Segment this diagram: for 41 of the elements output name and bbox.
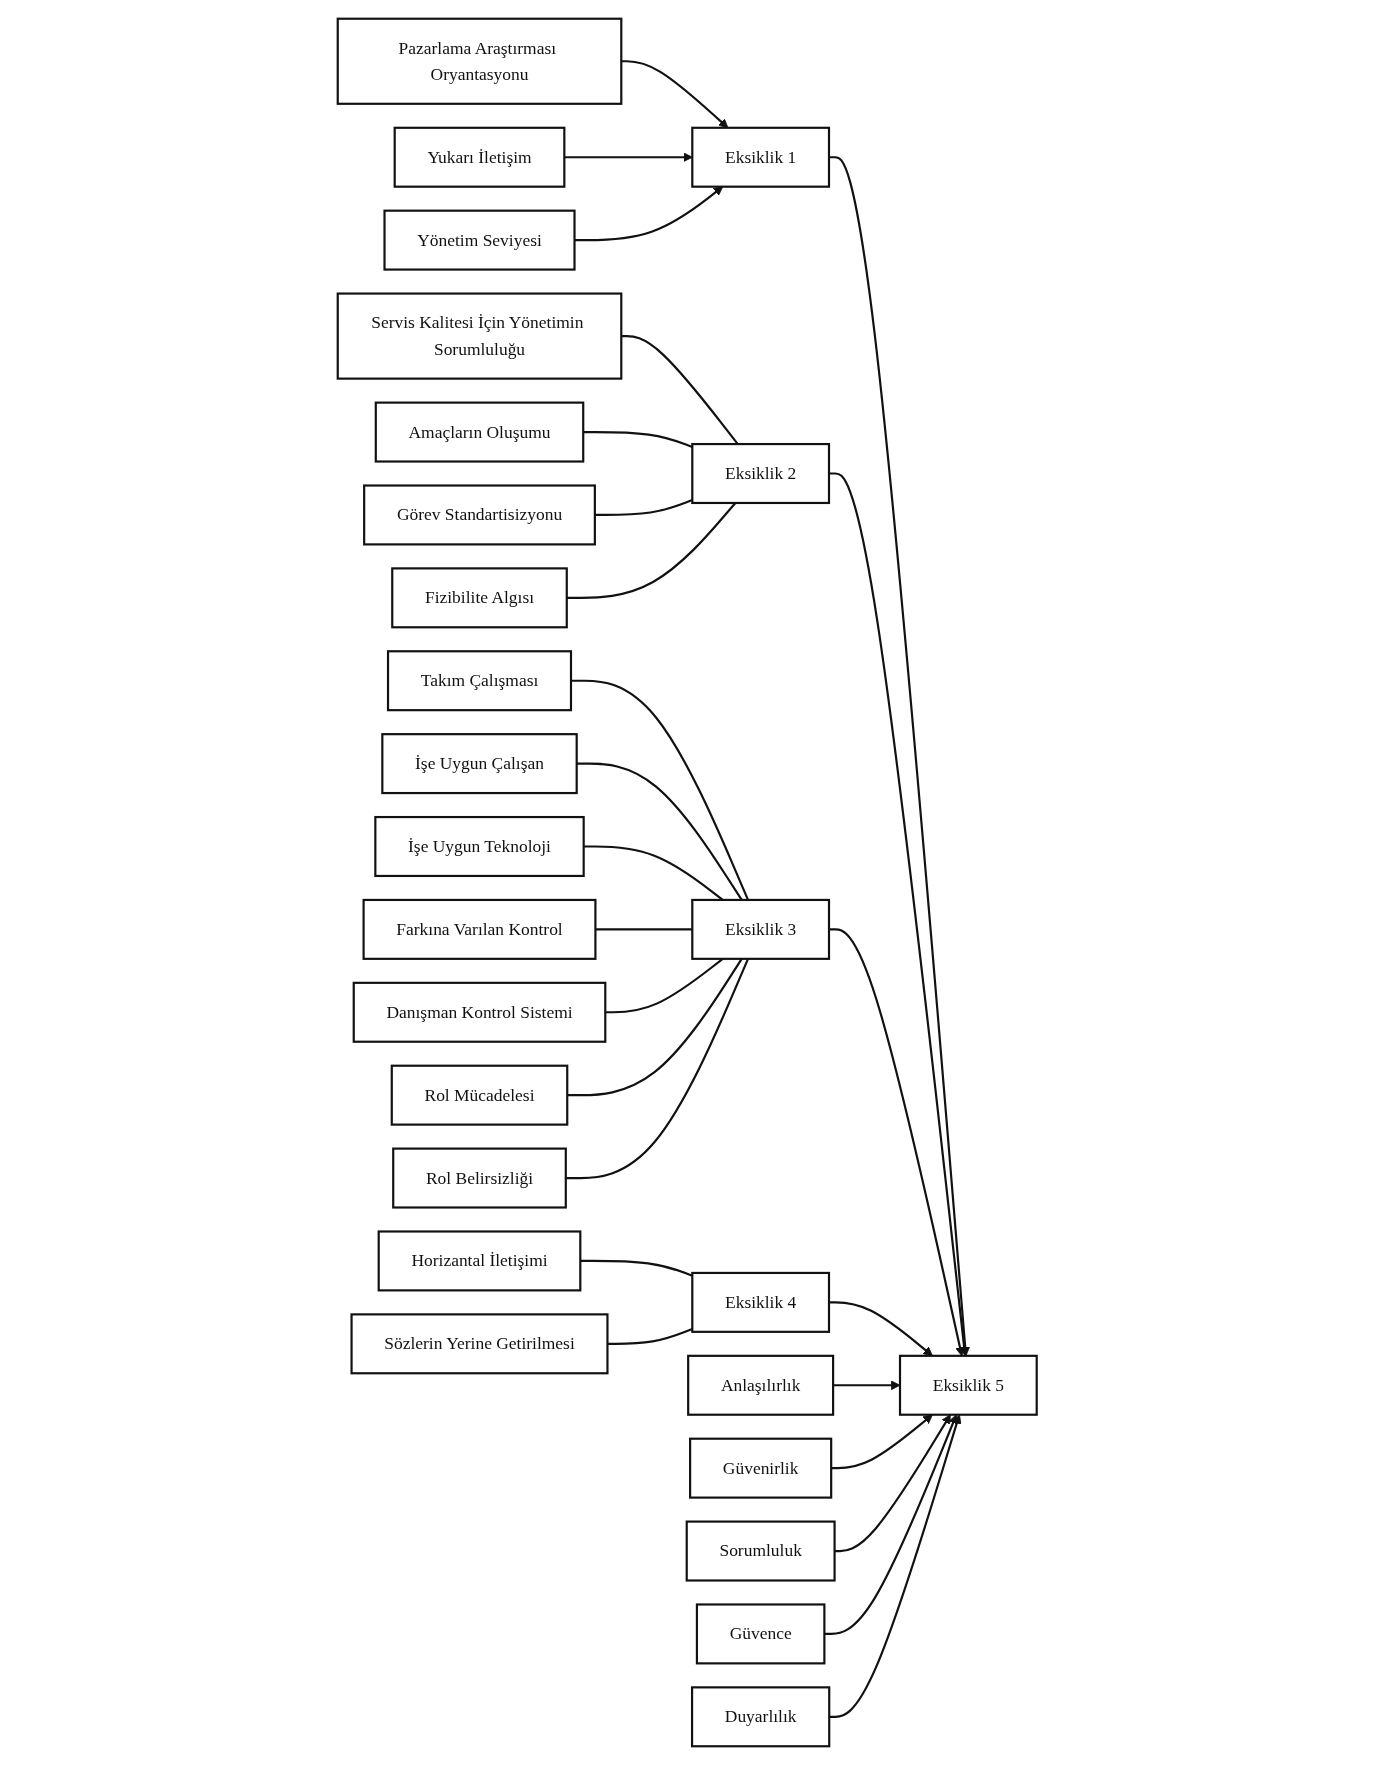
node-box: Sözlerin Yerine Getirilmesi [350,1313,609,1375]
node-box: Güvenirlik [688,1437,833,1499]
node-box: İşe Uygun Teknoloji [374,815,585,878]
node-box: Yönetim Seviyesi [383,209,576,271]
node-box: İşe Uygun Çalışan [381,733,578,795]
connector [621,335,739,445]
node-box: Eksiklik 1 [691,126,830,188]
node-box: Güvence [695,1603,826,1665]
node-box: Anlaşılırlık [686,1354,834,1416]
connector [594,499,693,517]
connector [595,928,693,931]
connector [580,1259,693,1277]
node-box: Rol Mücadelesi [390,1064,569,1126]
node-box: Eksiklik 3 [691,898,830,960]
connector [583,431,693,448]
connector [565,958,749,1180]
node-box: Takım Çalışması [386,650,572,712]
node-box: Duyarlılık [690,1686,831,1748]
node-box: Eksiklik 5 [898,1354,1038,1416]
connector [567,958,743,1097]
connector [566,502,736,599]
node-box: Rol Belirsizliği [391,1147,567,1209]
arrow [830,1414,933,1470]
node-box: Danışman Kontrol Sistemi [352,981,607,1043]
node-box: Farkına Varılan Kontrol [362,898,597,960]
node-box: Sorumluluk [685,1520,836,1582]
node-box: Yukarı İletişim [393,126,566,188]
connector [607,1327,693,1345]
node-box: Fizibilite Algısı [390,567,568,629]
arrow [574,186,723,242]
node-box: Görev Standartisizyonu [362,484,596,546]
arrow [829,1414,962,1718]
arrow [834,1414,951,1553]
node-box: Servis Kalitesi İçin Yönetimin Sorumluluğu [336,292,623,380]
arrow [564,152,693,163]
node-box: Horizantal İletişimi [377,1230,582,1292]
node-box: Eksiklik 2 [691,442,830,505]
arrow [824,1414,958,1635]
node-box: Amaçların Oluşumu [374,401,585,463]
node-box: Eksiklik 4 [691,1271,830,1333]
node-box: Pazarlama Araştırması Oryantasyonu [336,17,623,105]
